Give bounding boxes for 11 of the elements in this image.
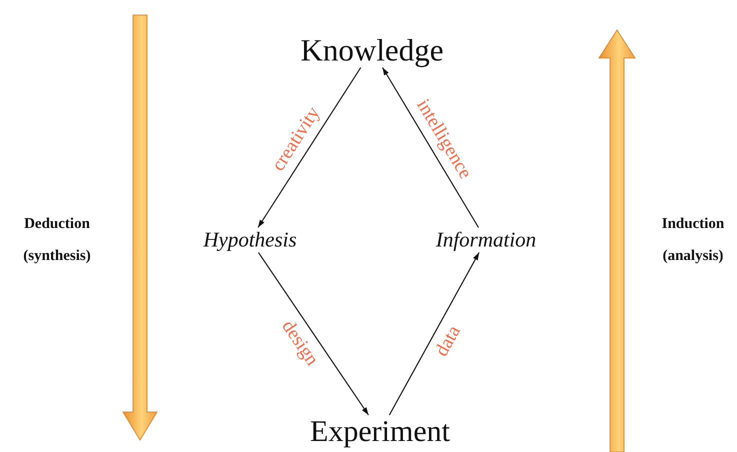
arrow [382, 67, 479, 228]
concept-text: Knowledge [300, 34, 444, 66]
concept-text: Information [436, 230, 536, 250]
arrow [258, 252, 369, 416]
arrow [258, 67, 362, 228]
edge-label: data [432, 323, 464, 360]
concept-text: Hypothesis [203, 230, 297, 250]
arrow [388, 252, 480, 416]
concept-text: Experiment [310, 417, 450, 447]
process-label: Induction (analysis) [660, 215, 726, 266]
process-label: Deduction (synthesis) [22, 215, 92, 266]
